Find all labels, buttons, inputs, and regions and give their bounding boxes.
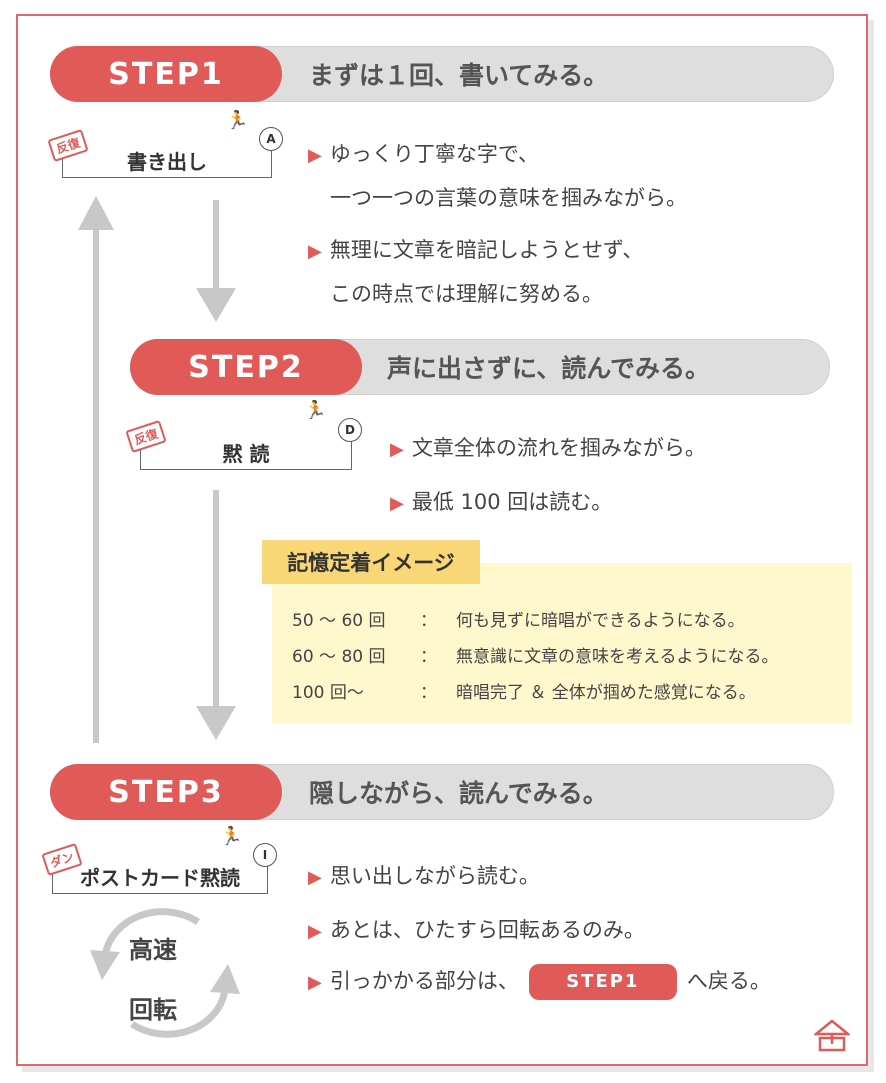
loop-back-arrow xyxy=(78,196,114,230)
step2-headline: 声に出さずに、読んでみる。 xyxy=(387,354,711,383)
step1-point-1: ▶ ゆっくり丁寧な字で、 xyxy=(308,138,539,168)
step1-bar: STEP1 まずは１回、書いてみる。 xyxy=(50,46,834,102)
step3-point-1-text: 思い出しながら読む。 xyxy=(329,864,540,888)
step2-point-1: ▶ 文章全体の流れを掴みながら。 xyxy=(390,432,706,462)
step2-point-2-text: 最低 100 回は読む。 xyxy=(411,490,613,514)
triangle-icon: ▶ xyxy=(308,921,322,942)
flow-line-2 xyxy=(213,490,219,710)
badge-postcard-reading: ポストカード黙読 xyxy=(52,860,268,894)
badge-writing-label: 書き出し xyxy=(127,150,207,174)
step3-point-3-after: へ戻る。 xyxy=(686,969,771,993)
memory-title: 記憶定着イメージ xyxy=(262,540,480,584)
step2-point-2: ▶ 最低 100 回は読む。 xyxy=(390,486,612,516)
triangle-icon: ▶ xyxy=(308,145,322,166)
badge-silent-reading: 黙 読 xyxy=(140,436,352,470)
step2-label: STEP2 xyxy=(130,339,362,395)
badge-postcard-label: ポストカード黙読 xyxy=(80,866,240,890)
step2-bar: STEP2 声に出さずに、読んでみる。 xyxy=(130,339,830,395)
step3-headline: 隠しながら、読んでみる。 xyxy=(309,779,608,808)
triangle-icon: ▶ xyxy=(390,493,404,514)
step3-point-3-before: 引っかかる部分は、 xyxy=(329,969,519,993)
memory-row-desc: 無意識に文章の意味を考えるようになる。 xyxy=(456,647,779,667)
rotation-cycle-icon xyxy=(90,908,240,1038)
circle-letter-i: I xyxy=(253,843,277,867)
cycle-top-text: 高速 xyxy=(129,936,177,964)
brand-logo-icon xyxy=(814,1019,850,1052)
step3-point-3: ▶ 引っかかる部分は、 STEP1 へ戻る。 xyxy=(308,964,771,1000)
step1-point-1-line1: ゆっくり丁寧な字で、 xyxy=(329,142,540,166)
memory-row-sep: ： xyxy=(420,611,437,631)
step1-point-2: ▶ 無理に文章を暗記しようとせず、 xyxy=(308,234,643,264)
triangle-icon: ▶ xyxy=(390,439,404,460)
badge-silent-reading-label: 黙 読 xyxy=(222,442,270,466)
step1-point-2-line2: この時点では理解に努める。 xyxy=(330,282,603,306)
step3-bar: STEP3 隠しながら、読んでみる。 xyxy=(50,764,834,820)
step3-point-2-text: あとは、ひたすら回転あるのみ。 xyxy=(329,918,645,942)
step1-point-2-line1: 無理に文章を暗記しようとせず、 xyxy=(329,238,644,262)
step1-label: STEP1 xyxy=(50,46,282,102)
memory-row-sep: ： xyxy=(420,683,437,703)
loop-back-line xyxy=(93,228,99,743)
flow-arrow-1 xyxy=(196,288,236,322)
step1-headline: まずは１回、書いてみる。 xyxy=(309,61,609,90)
triangle-icon: ▶ xyxy=(308,867,322,888)
memory-box xyxy=(272,563,852,723)
runner-icon: 🏃 xyxy=(220,826,243,847)
step2-point-1-text: 文章全体の流れを掴みながら。 xyxy=(411,436,706,460)
triangle-icon: ▶ xyxy=(308,241,322,262)
runner-icon: 🏃 xyxy=(304,400,327,421)
circle-letter-d: D xyxy=(338,418,362,442)
circle-letter-a: A xyxy=(259,127,283,151)
memory-row-desc: 暗唱完了 ＆ 全体が掴めた感覚になる。 xyxy=(456,683,756,703)
memory-row-sep: ： xyxy=(420,647,437,667)
memory-row-range: 50 ～ 60 回 xyxy=(292,611,386,631)
flow-arrow-2 xyxy=(196,706,236,740)
step1-point-1-line2: 一つ一つの言葉の意味を掴みながら。 xyxy=(330,186,687,210)
triangle-icon: ▶ xyxy=(308,972,322,993)
memory-row-desc: 何も見ずに暗唱ができるようになる。 xyxy=(456,611,745,631)
step3-point-2: ▶ あとは、ひたすら回転あるのみ。 xyxy=(308,914,645,944)
flow-line-1 xyxy=(213,200,219,292)
step3-label: STEP3 xyxy=(50,764,282,820)
step3-point-1: ▶ 思い出しながら読む。 xyxy=(308,860,540,890)
runner-icon: 🏃 xyxy=(226,110,249,131)
badge-writing: 書き出し xyxy=(62,144,272,178)
memory-row-range: 60 ～ 80 回 xyxy=(292,647,386,667)
memory-row-range: 100 回～ xyxy=(292,683,364,703)
step1-return-pill: STEP1 xyxy=(528,964,677,1000)
cycle-bottom-text: 回転 xyxy=(129,996,177,1024)
